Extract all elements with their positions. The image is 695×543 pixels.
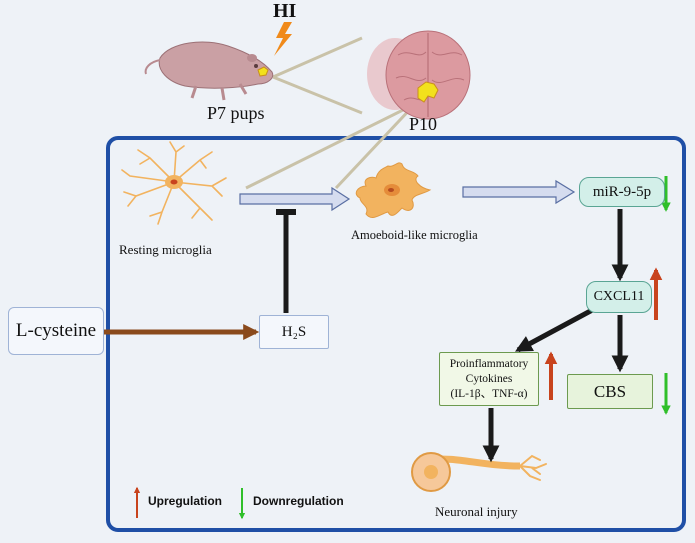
pup-lesion-icon: [257, 66, 269, 77]
resting-to-amoeboid-arrow: [239, 186, 351, 212]
resting-microglia-label: Resting microglia: [119, 242, 212, 257]
resting-microglia-icon: [121, 141, 227, 225]
mir-9-5p-node: miR-9-5p: [579, 177, 665, 207]
cytokines-line-2: Cytokines: [465, 372, 513, 385]
amoeboid-microglia-icon: [355, 162, 432, 218]
h2s-node: H₂S: [259, 315, 329, 349]
rat-pup-icon: [144, 41, 274, 101]
neuronal-injury-label: Neuronal injury: [435, 504, 518, 519]
hi-label: HI: [273, 0, 297, 22]
brain-icon: [367, 30, 471, 120]
cytokines-line-3: (IL-1β、TNF-α): [450, 387, 528, 400]
lightning-icon: [274, 22, 292, 56]
zoom-lines: [245, 36, 417, 190]
neuron-icon: [411, 452, 547, 492]
legend-up-label: Upregulation: [148, 494, 222, 508]
cbs-node: CBS: [567, 374, 653, 409]
cytokines-line-1: Proinflammatory: [449, 357, 529, 370]
p7-pups-label: P7 pups: [207, 103, 265, 123]
l-cysteine-node: L-cysteine: [8, 307, 104, 355]
legend-down-label: Downregulation: [253, 494, 344, 508]
p10-label: P10: [409, 114, 438, 134]
cxcl11-to-cytokines-arrow: [515, 305, 598, 353]
cytokines-node: Proinflammatory Cytokines (IL-1β、TNF-α): [439, 352, 539, 406]
amoeboid-microglia-label: Amoeboid-like microglia: [351, 228, 478, 242]
brain-lesion-icon: [417, 81, 439, 103]
amoeboid-to-mir-arrow: [462, 179, 576, 205]
cxcl11-node: CXCL11: [586, 281, 652, 313]
